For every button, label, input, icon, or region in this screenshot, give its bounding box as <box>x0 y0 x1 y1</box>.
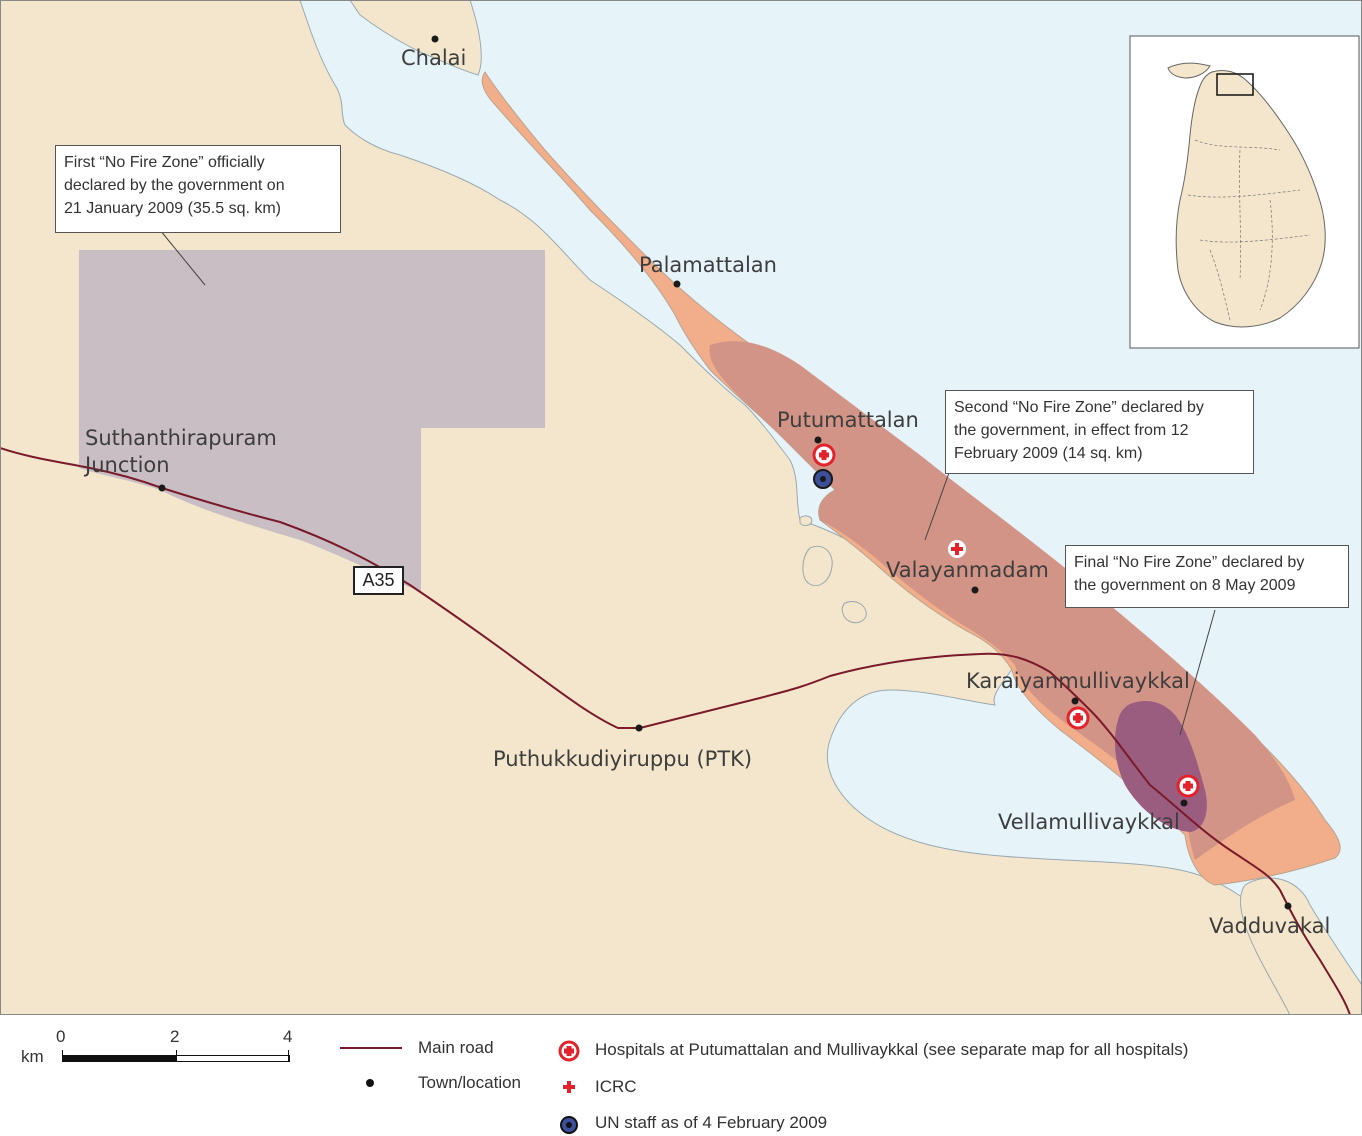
scale-tick-2: 2 <box>170 1027 180 1046</box>
island <box>802 545 833 587</box>
town-dot <box>971 586 979 594</box>
town-label-vadduvakal: Vadduvakal <box>1209 914 1330 938</box>
town-label-karaiyanmullivaykkal: Karaiyanmullivaykkal <box>966 669 1190 693</box>
legend-town-swatch <box>366 1079 374 1087</box>
scale-tick-mark <box>288 1050 289 1062</box>
scale-bar-light <box>176 1055 290 1062</box>
island <box>799 515 813 526</box>
town-dot <box>1284 902 1292 910</box>
scale-tick-mark <box>176 1050 177 1062</box>
town-dot <box>158 484 166 492</box>
legend-un-staff: UN staff as of 4 February 2009 <box>595 1113 828 1132</box>
legend-un-staff-icon <box>560 1116 578 1134</box>
town-dot <box>1180 799 1188 807</box>
island <box>841 601 867 624</box>
suthanthirapuram-line: Suthanthirapuram <box>85 426 277 450</box>
legend-hospitals: Hospitals at Putumattalan and Mullivaykk… <box>595 1040 1189 1059</box>
icrc-icon <box>948 540 966 558</box>
legend-hospital-icon <box>558 1040 580 1062</box>
scale-bar-dark <box>62 1055 176 1062</box>
town-dot <box>814 436 822 444</box>
legend-town: Town/location <box>418 1073 522 1092</box>
legend-road-swatch <box>340 1047 402 1049</box>
town-label-vellamullivaykkal: Vellamullivaykkal <box>998 810 1180 834</box>
town-dot <box>635 724 643 732</box>
scale-tick-mark <box>62 1050 63 1062</box>
town-label-putumattalan: Putumattalan <box>777 408 919 432</box>
suthanthirapuram-line: Junction <box>83 453 170 477</box>
main-road <box>0 447 1351 1015</box>
town-label-valayanmadam: Valayanmadam <box>886 558 1049 582</box>
inset-map <box>1129 35 1360 349</box>
inset-districts <box>1187 139 1311 321</box>
scale-tick-0: 0 <box>56 1027 66 1046</box>
callout-second-no-fire-zone: Second “No Fire Zone” declared by the go… <box>945 390 1254 474</box>
town-label-chalai: Chalai <box>401 46 466 70</box>
town-label-palamattalan: Palamattalan <box>639 253 777 277</box>
inset-sri-lanka <box>1175 69 1326 328</box>
scale-unit: km <box>21 1047 44 1066</box>
inset-locator-box <box>1216 73 1254 96</box>
town-label-suthanthirapuram: Suthanthirapuram Junction <box>83 426 284 477</box>
callout-leader <box>1179 609 1216 736</box>
un-staff-icon <box>813 469 833 489</box>
final-no-fire-zone <box>1114 701 1207 832</box>
chalai-spit <box>349 0 482 76</box>
road-shield-a35: A35 <box>353 566 404 595</box>
first-no-fire-zone <box>79 250 545 592</box>
callout-leader <box>159 229 206 286</box>
legend-main-road: Main road <box>418 1038 494 1057</box>
town-dot <box>673 280 681 288</box>
legend-icrc-icon <box>563 1081 575 1093</box>
callout-final-no-fire-zone: Final “No Fire Zone” declared by the gov… <box>1065 545 1349 608</box>
hospital-icon <box>1176 774 1200 798</box>
scale-tick-4: 4 <box>283 1027 293 1046</box>
callout-leader <box>924 469 951 541</box>
town-dot <box>1071 697 1079 705</box>
map-canvas: Chalai Palamattalan Putumattalan Valayan… <box>0 0 1362 1015</box>
callout-first-no-fire-zone: First “No Fire Zone” officially declared… <box>55 145 341 233</box>
hospital-icon <box>1066 706 1090 730</box>
hospital-icon <box>812 443 836 467</box>
inset-jaffna <box>1167 62 1211 79</box>
town-label-ptk: Puthukkudiyiruppu (PTK) <box>493 747 752 771</box>
town-dot <box>431 35 439 43</box>
legend-icrc: ICRC <box>595 1077 637 1096</box>
